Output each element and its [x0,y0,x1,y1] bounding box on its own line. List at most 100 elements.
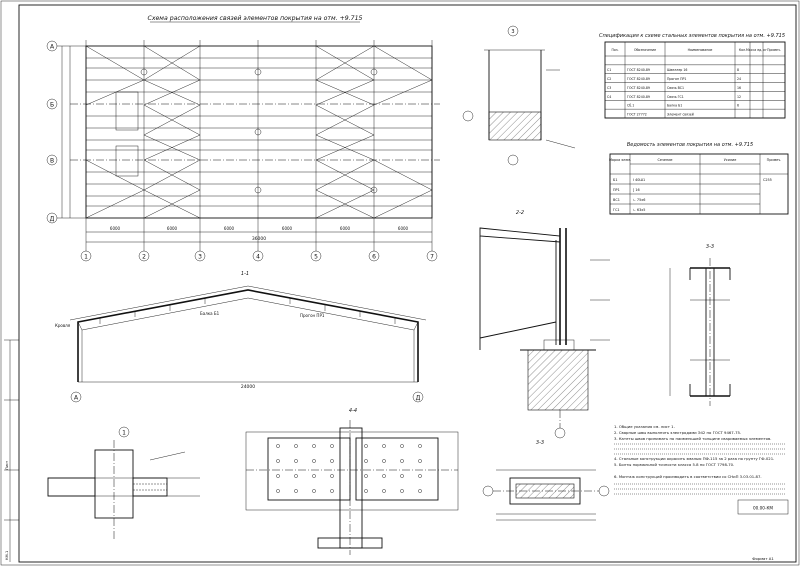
bolt [400,459,404,463]
bolt [400,489,404,493]
spec-cell: Элемент связей [667,113,694,117]
plan-column-lines [85,40,433,251]
vedomost-cell: [ 16 [633,188,640,192]
spec-header-cell: Обозначение [634,48,656,52]
spec-cell: С1 [607,68,611,72]
bolt [276,489,280,493]
bolt [382,459,386,463]
plan-row-axes: А Б В Д [46,40,86,224]
vedomost-cell: ГС1 [613,208,620,212]
node-detail-top: 3 [462,25,576,166]
stamp-sheet-label: Лист [5,461,9,470]
vedomost-header-cell: Примеч. [767,158,782,162]
spec-header-cell: Поз. [611,48,618,52]
spec-title: Спецификация к схеме стальных элементов … [599,33,785,39]
svg-text:А: А [74,395,79,402]
col-axis-2: 2 [138,250,150,262]
svg-text:6000: 6000 [282,226,293,231]
bolt [330,474,334,478]
spec-cell: 6 [737,104,739,108]
spec-cell: Прогон ПР1 [667,77,686,81]
bolt [294,489,298,493]
bolt [312,474,316,478]
vedomost-cell: I 40Ш1 [633,178,645,182]
bolt [364,489,368,493]
bolt [330,489,334,493]
stamp-doc-code: 00.00-КМ [753,506,773,511]
svg-text:3: 3 [198,254,202,261]
elevation-title: 1-1 [241,271,249,277]
svg-text:6000: 6000 [110,226,121,231]
note-2: 2. Сварные швы выполнять электродами Э42… [614,430,741,435]
section-5-5: 3-3 [482,440,610,521]
frame-elevation: 1-1 Кровля Балка Б1 Прогон ПР1 24000 А Д [55,271,427,403]
bolt [400,444,404,448]
bolt [382,474,386,478]
elevation-label-roof: Кровля [55,323,71,328]
spec-cell: ГОСТ 8240-89 [627,77,650,81]
vedomost-cell: ПР1 [613,188,620,192]
note-4: 4. Стальные конструкции окрасить эмалью … [614,456,774,461]
bolt [276,474,280,478]
svg-text:1: 1 [122,430,126,437]
spec-cell: ГОСТ 8240-89 [627,95,650,99]
elevation-purlins [99,298,396,324]
bolt [294,459,298,463]
spec-cell: С2 [607,77,611,81]
note-6: 6. Монтаж конструкций производить в соот… [614,474,762,479]
bolt [418,474,422,478]
stamp-sheet-no: КМ-1 [5,551,9,560]
svg-text:3-3: 3-3 [536,440,544,446]
vedomost-cell: ВС1 [613,198,620,202]
spec-cell: ГОСТ 8240-89 [627,68,650,72]
svg-text:Д: Д [416,395,421,402]
node-detail-2: 4-4 [245,408,459,555]
spec-cell: 16 [737,86,741,90]
vedomost-cell: С255 [763,178,772,182]
col-axis-3: 3 [194,250,206,262]
stamp-format: Формат А1 [752,556,774,561]
spec-header-cell: Масса ед. кг [746,48,767,52]
bolt [330,444,334,448]
spec-header-cell: Примеч. [767,48,781,52]
svg-text:Балка Б1: Балка Б1 [200,311,220,316]
svg-text:2-2: 2-2 [516,210,524,216]
vedomost-header-cell: Усилие [724,158,737,162]
spec-cell: С3 [607,86,611,90]
bolt [364,459,368,463]
bolt [400,474,404,478]
spec-cell: ГОСТ 8240-89 [627,86,650,90]
notes-lines [614,443,786,495]
vedomost-title: Ведомость элементов покрытия на отм. +9.… [627,142,753,148]
spec-cell: Сб.1 [627,104,634,108]
row-axis-b: Б [46,98,58,110]
plan-title: Схема расположения связей элементов покр… [148,15,363,22]
svg-text:5: 5 [314,254,318,261]
svg-text:4: 4 [256,254,260,261]
section-3-3: 3-3 [669,244,731,406]
svg-text:6000: 6000 [398,226,409,231]
bolt [312,459,316,463]
spec-cell: 12 [737,95,741,99]
bolt [294,474,298,478]
spec-table: Спецификация к схеме стальных элементов … [599,33,786,119]
vedomost-header-cell: Сечение [657,158,672,162]
bolt [312,444,316,448]
col-axis-6: 6 [368,250,380,262]
svg-text:А: А [50,44,55,51]
spec-cell: 24 [737,77,741,81]
svg-text:3-3: 3-3 [706,244,714,250]
spec-cell: Связь ГС1 [667,95,684,99]
col-axis-5: 5 [310,250,322,262]
section-2-2: 2-2 [479,210,610,439]
spec-cell: 8 [737,68,739,72]
vedomost-header-cell: Марка элем. [609,158,631,162]
svg-text:6000: 6000 [224,226,235,231]
spec-header-cell: Наименование [688,48,713,52]
bolt [418,489,422,493]
plan-bracing [85,45,433,219]
bolt [330,459,334,463]
bolt [364,444,368,448]
svg-text:Б: Б [50,102,54,109]
bolt [294,444,298,448]
